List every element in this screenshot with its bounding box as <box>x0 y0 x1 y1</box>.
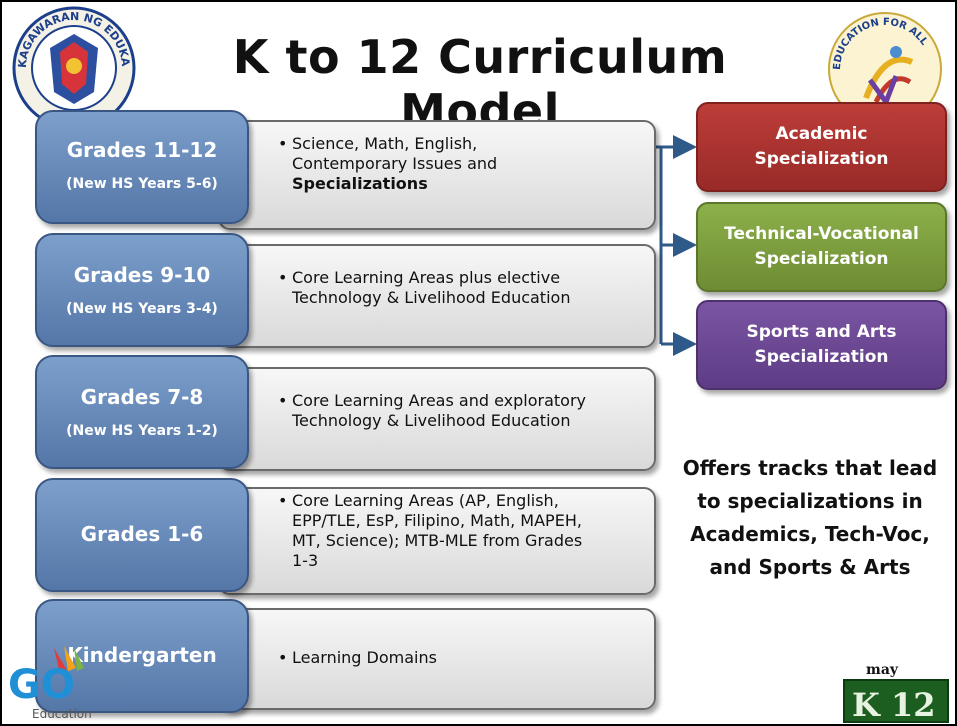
grade-box-1-6: Grades 1-6 <box>35 478 249 592</box>
stage-bullet: Science, Math, English, Contemporary Iss… <box>278 134 642 194</box>
grade-label: Grades 1-6 <box>80 522 204 546</box>
grade-sublabel: (New HS Years 3-4) <box>66 301 218 317</box>
go-education-logo: GO Education <box>8 646 92 721</box>
go-logo-subtext: Education <box>32 707 92 721</box>
stage-bullet: Core Learning Areas and exploratory Tech… <box>278 391 642 431</box>
k12-logo-top: may <box>866 662 899 678</box>
k12-logo: may K 12 <box>843 662 949 724</box>
grade-label: Grades 11-12 <box>66 138 218 162</box>
grade-label: Kindergarten <box>67 643 217 667</box>
stage-card-grades-1-6: Core Learning Areas (AP, English, EPP/TL… <box>218 487 656 595</box>
deped-seal-logo: KAGAWARAN NG EDUKASYON <box>10 4 136 130</box>
slide-title: K to 12 Curriculum Model <box>232 30 728 138</box>
stage-bullet: Core Learning Areas plus elective Techno… <box>278 268 642 308</box>
stage-bullet: Learning Domains <box>278 648 642 668</box>
grade-label: Grades 9-10 <box>73 263 211 287</box>
stage-card-grades-7-8: Core Learning Areas and exploratory Tech… <box>218 367 656 471</box>
grade-sublabel: (New HS Years 5-6) <box>66 176 218 192</box>
stage-bullet: Core Learning Areas (AP, English, EPP/TL… <box>278 491 642 571</box>
efa-seal-logo: EDUCATION FOR ALL <box>828 12 942 126</box>
k12-logo-main: K 12 <box>852 686 935 724</box>
grade-label: Grades 7-8 <box>80 385 204 409</box>
grade-sublabel: (New HS Years 1-2) <box>66 423 218 439</box>
stage-card-grades-9-10: Core Learning Areas plus elective Techno… <box>218 244 656 348</box>
stage-card-grades-11-12: Science, Math, English, Contemporary Iss… <box>218 120 656 230</box>
offers-tracks-text: Offers tracks that lead to specializatio… <box>682 456 938 579</box>
grade-box-7-8: Grades 7-8 (New HS Years 1-2) <box>35 355 249 469</box>
grade-box-11-12: Grades 11-12 (New HS Years 5-6) <box>35 110 249 224</box>
grade-box-kindergarten: Kindergarten <box>35 599 249 713</box>
go-logo-text: GO <box>8 662 75 708</box>
grade-box-9-10: Grades 9-10 (New HS Years 3-4) <box>35 233 249 347</box>
stage-card-kindergarten: Learning Domains <box>218 608 656 710</box>
